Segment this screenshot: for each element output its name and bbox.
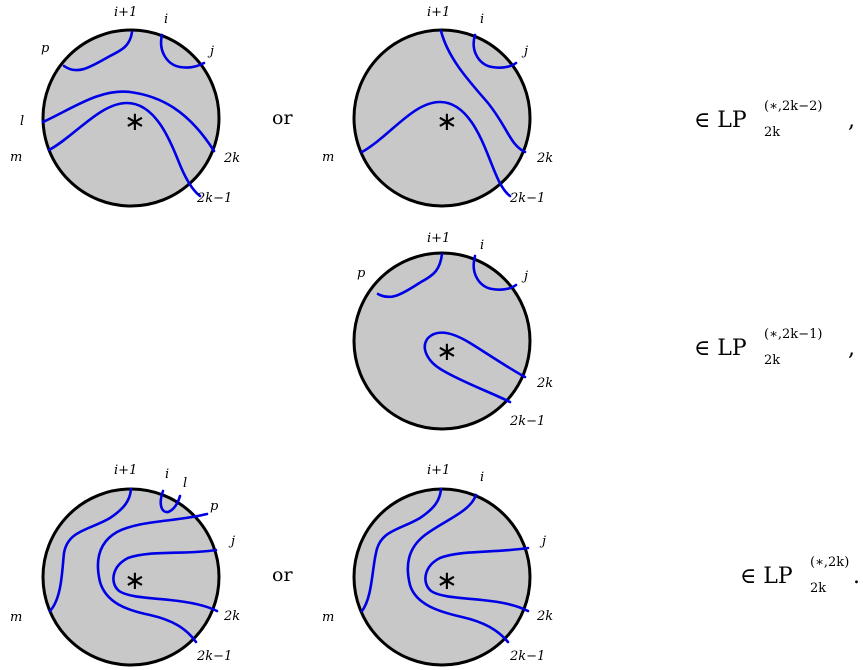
label-2k: 2k: [223, 609, 240, 624]
label-i-plus-1: i+1: [114, 5, 137, 20]
membership-superscript: (∗,2k−2): [764, 99, 822, 114]
label-p: p: [41, 41, 50, 56]
label-2k: 2k: [536, 151, 553, 166]
arc-m-to-i-plus-1: [48, 487, 133, 613]
label-2k: 2k: [536, 376, 553, 391]
disc-boundary: [352, 28, 532, 208]
arc-p-to-2k-minus-1: [96, 512, 209, 644]
label-i: i: [480, 470, 484, 485]
label-j: j: [521, 44, 528, 59]
arc-i-plus-1-to-2k: [439, 29, 527, 154]
arc-i-to-l-cap: [159, 489, 182, 514]
label-i: i: [164, 12, 168, 27]
membership-row1: ∈ LP (∗,2k−2) 2k ,: [694, 99, 855, 140]
arc-m-to-i-plus-1: [360, 487, 443, 613]
label-m: m: [322, 610, 334, 625]
label-i: i: [480, 12, 484, 27]
or-connector-row3: or: [272, 564, 293, 586]
or-connector-row1: or: [272, 107, 293, 129]
membership-prefix: ∈ LP: [694, 336, 747, 361]
arc-p-to-i-plus-1: [62, 30, 134, 72]
label-i-plus-1: i+1: [427, 463, 450, 478]
membership-punct: ,: [848, 336, 855, 361]
arc-j-to-2k-star-loop: [112, 548, 219, 613]
arc-i-to-2k-minus-1: [406, 493, 510, 644]
star-marker: ∗: [124, 566, 146, 596]
disc-row3-left: ∗ i+1 i l p j m 2k 2k−1: [10, 463, 240, 667]
label-j: j: [521, 269, 528, 284]
disc-row1-left: ∗ i+1 i p j l m 2k 2k−1: [10, 5, 240, 208]
star-marker: ∗: [436, 107, 458, 137]
label-2k: 2k: [223, 151, 240, 166]
membership-superscript: (∗,2k): [810, 555, 849, 570]
star-marker: ∗: [436, 566, 458, 596]
star-marker: ∗: [124, 107, 146, 137]
disc-row1-right: ∗ i+1 i j m 2k 2k−1: [322, 5, 553, 208]
label-m: m: [10, 610, 22, 625]
membership-superscript: (∗,2k−1): [764, 327, 822, 342]
arc-i-to-j: [159, 33, 206, 69]
membership-subscript: 2k: [764, 125, 780, 140]
label-p: p: [357, 266, 366, 281]
disc-boundary: [41, 28, 221, 208]
disc-row3-right: ∗ i+1 i j m 2k 2k−1: [322, 463, 553, 667]
arc-m-to-2k-minus-1: [47, 101, 202, 198]
arc-star-loop: [423, 331, 527, 404]
label-2k: 2k: [536, 609, 553, 624]
label-l: l: [20, 114, 24, 129]
label-2k-minus-1: 2k−1: [196, 191, 232, 206]
label-2k-minus-1: 2k−1: [196, 649, 232, 664]
label-2k-minus-1: 2k−1: [509, 649, 545, 664]
arc-l-to-2k: [41, 90, 216, 153]
label-j: j: [228, 534, 235, 549]
arc-i-to-j: [472, 33, 518, 69]
label-i: i: [165, 467, 169, 482]
label-i-plus-1: i+1: [427, 231, 450, 246]
label-i: i: [480, 238, 484, 253]
disc-row2: ∗ i+1 i p j 2k 2k−1: [352, 231, 553, 431]
membership-row2: ∈ LP (∗,2k−1) 2k ,: [694, 327, 855, 368]
arc-p-to-i-plus-1: [376, 252, 444, 299]
label-2k-minus-1: 2k−1: [509, 414, 545, 429]
arc-m-to-2k-minus-1: [360, 100, 512, 198]
membership-prefix: ∈ LP: [694, 108, 747, 133]
membership-punct: .: [853, 564, 860, 589]
membership-row3: ∈ LP (∗,2k) 2k .: [740, 555, 860, 596]
star-marker: ∗: [436, 337, 458, 367]
membership-subscript: 2k: [764, 353, 780, 368]
label-j: j: [539, 534, 546, 549]
label-p: p: [210, 499, 219, 514]
arc-j-to-2k-star-loop: [424, 546, 530, 613]
label-m: m: [10, 150, 22, 165]
membership-subscript: 2k: [810, 581, 826, 596]
label-2k-minus-1: 2k−1: [509, 191, 545, 206]
label-i-plus-1: i+1: [427, 5, 450, 20]
label-l: l: [183, 476, 187, 491]
membership-punct: ,: [848, 108, 855, 133]
label-j: j: [207, 44, 214, 59]
label-i-plus-1: i+1: [114, 463, 137, 478]
arc-i-to-j: [472, 254, 518, 291]
membership-prefix: ∈ LP: [740, 564, 793, 589]
label-m: m: [322, 150, 334, 165]
